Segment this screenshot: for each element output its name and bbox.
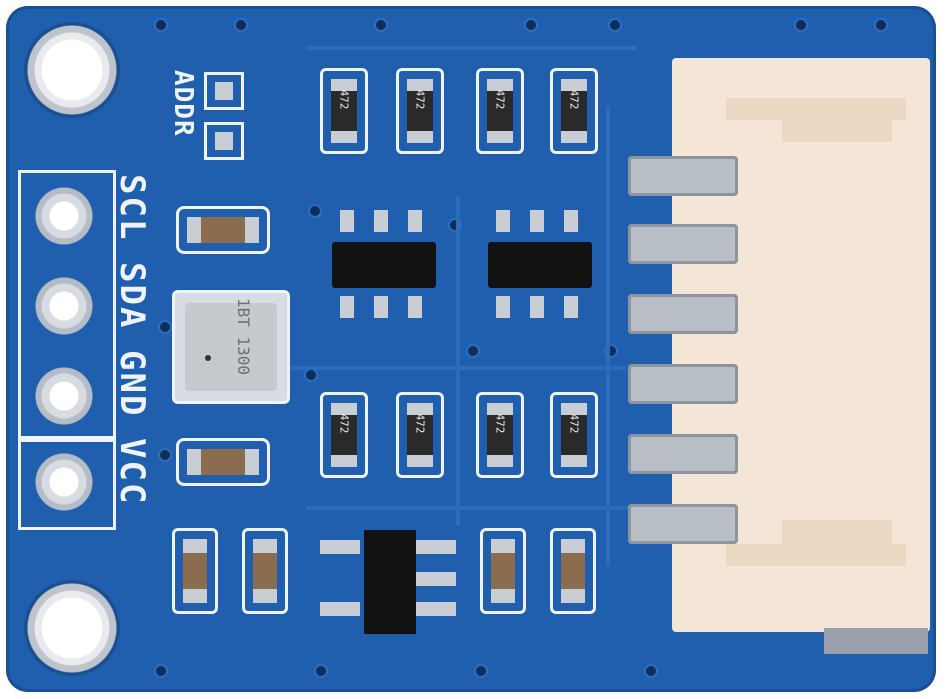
mounting-hole-bottom-left [24,580,120,676]
via [236,20,246,30]
trace [606,106,610,566]
connector-pin [628,156,738,196]
via [160,450,170,460]
pcb-board: SCL SDA GND VCC ADDR 472 472 472 472 472… [6,6,936,692]
via [376,20,386,30]
via [646,666,656,676]
ic-chip-right [488,242,592,288]
resistor: 472 [396,68,444,154]
via [468,346,478,356]
ic-leg [530,210,544,232]
resistor-code: 472 [567,413,581,434]
environment-sensor-chip: 1BT 1300 [172,290,290,404]
regulator-leg [320,540,360,554]
resistor-code: 472 [337,413,351,434]
via [876,20,886,30]
connector-tab [824,628,928,654]
pin-label-scl: SCL [112,174,152,242]
connector-pin [628,224,738,264]
resistor-code: 472 [493,89,507,110]
via [476,666,486,676]
header-pin-gnd [32,364,96,428]
header-pin-scl [32,184,96,248]
via [156,666,166,676]
via [156,20,166,30]
via [306,370,316,380]
resistor-code: 472 [567,89,581,110]
resistor: 472 [550,68,598,154]
resistor: 472 [476,392,524,478]
header-divider [18,436,116,442]
via [606,346,616,356]
addr-jumper-pad-2 [204,122,244,160]
ic-leg [374,296,388,318]
resistor: 472 [550,392,598,478]
capacitor [242,528,288,614]
via [526,20,536,30]
ic-leg [496,296,510,318]
via [316,666,326,676]
trace [306,506,636,510]
resistor: 472 [320,68,368,154]
via [610,20,620,30]
addr-label: ADDR [168,70,198,137]
regulator-leg [416,572,456,586]
trace [456,196,460,526]
via [796,20,806,30]
jst-connector [672,58,930,632]
connector-pin [628,434,738,474]
capacitor [176,206,270,254]
ic-leg [340,296,354,318]
ic-leg [374,210,388,232]
resistor: 472 [476,68,524,154]
regulator-leg [320,602,360,616]
ic-leg [530,296,544,318]
ic-chip-left [332,242,436,288]
regulator-leg [416,540,456,554]
capacitor [480,528,526,614]
capacitor [176,438,270,486]
ic-leg [564,296,578,318]
capacitor [550,528,596,614]
header-pin-sda [32,274,96,338]
pin-label-gnd: GND [112,350,152,418]
trace [276,366,626,370]
sensor-code: 1BT 1300 [234,297,254,376]
trace [306,46,636,50]
resistor: 472 [320,392,368,478]
connector-pin [628,504,738,544]
capacitor [172,528,218,614]
resistor-code: 472 [337,89,351,110]
connector-pin [628,364,738,404]
regulator-leg [416,602,456,616]
connector-pin [628,294,738,334]
resistor-code: 472 [413,413,427,434]
via [310,206,320,216]
via [450,220,460,230]
via [160,322,170,332]
ic-leg [564,210,578,232]
pin-label-sda: SDA [112,262,152,330]
resistor: 472 [396,392,444,478]
addr-jumper-pad-1 [204,72,244,110]
mounting-hole-top-left [24,22,120,118]
resistor-code: 472 [413,89,427,110]
ic-leg [408,210,422,232]
ic-leg [408,296,422,318]
header-outline [18,170,116,530]
regulator-chip [364,530,416,634]
pin1-dot [205,355,211,361]
resistor-code: 472 [493,413,507,434]
ic-leg [496,210,510,232]
header-pin-vcc [32,450,96,514]
ic-leg [340,210,354,232]
pin-label-vcc: VCC [112,438,152,506]
